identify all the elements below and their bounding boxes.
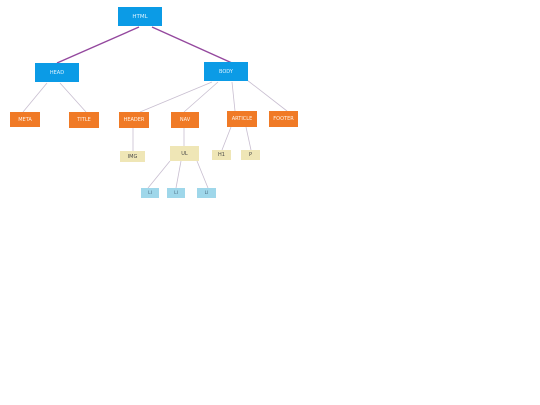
edge-html-body	[151, 26, 233, 64]
node-nav: NAV	[171, 112, 199, 128]
node-p: P	[241, 150, 260, 160]
edge-ul-li-3	[196, 160, 209, 189]
edge-article-p	[245, 126, 252, 151]
edge-html-head	[56, 26, 140, 64]
node-head: HEAD	[35, 63, 79, 82]
node-ul: UL	[170, 146, 199, 161]
node-html: HTML	[118, 7, 162, 26]
edge-head-title	[59, 82, 87, 113]
node-article: ARTICLE	[227, 111, 257, 127]
edge-body-article	[231, 81, 236, 112]
node-body: BODY	[204, 62, 248, 81]
node-title: TITLE	[69, 112, 99, 128]
edge-ul-li-2	[175, 160, 182, 189]
node-meta: META	[10, 112, 40, 127]
node-img: IMG	[120, 151, 145, 162]
edge-article-h1	[221, 126, 232, 151]
node-li-1: LI	[141, 188, 159, 198]
node-li-3: LI	[197, 188, 216, 198]
node-footer: FOOTER	[269, 111, 298, 127]
node-header: HEADER	[119, 112, 149, 128]
edge-body-header	[139, 81, 213, 113]
edge-ul-li-1	[147, 160, 171, 189]
edge-body-nav	[183, 81, 219, 113]
edge-body-footer	[246, 79, 288, 112]
node-li-2: LI	[167, 188, 185, 198]
edge-head-meta	[22, 82, 48, 113]
node-h1: H1	[212, 150, 231, 160]
